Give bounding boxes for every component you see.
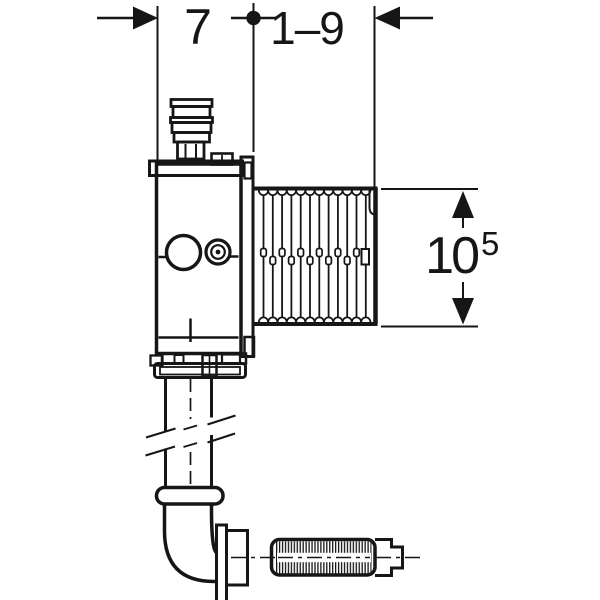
- bend-collar: [154, 485, 225, 506]
- dim-height-label: 10: [425, 227, 478, 285]
- arrow-down-icon: [452, 298, 474, 325]
- arrow-right-icon: [133, 6, 158, 30]
- protection-sleeve: [253, 186, 378, 326]
- dim-range-label: 1–9: [270, 2, 344, 54]
- sleeve-end-inner-hook: [368, 190, 376, 216]
- flange-foot: [243, 335, 256, 358]
- outlet-connector: [231, 537, 424, 577]
- service-port-small-inner: [210, 244, 226, 260]
- valve-body: [148, 152, 248, 379]
- wall-flange: [239, 155, 256, 358]
- outlet-nut: [153, 362, 247, 379]
- bend-outer-wall: [162, 504, 217, 584]
- flush-pipe: [145, 377, 236, 488]
- dim-depth-label: 7: [184, 0, 212, 55]
- arrow-up-icon: [452, 191, 474, 218]
- dimension-sleeve-height: 10 5: [381, 188, 499, 328]
- sleeve-latch-window: [360, 248, 370, 266]
- dim-height-superscript: 5: [481, 225, 499, 262]
- connector-band: [170, 121, 213, 134]
- flange-clip: [243, 161, 253, 180]
- connector-rib-mask: [277, 552, 371, 563]
- outlet-ear-left: [149, 354, 164, 367]
- connector-neck: [176, 140, 206, 161]
- dimension-front-depth: 7: [97, 0, 212, 166]
- flange-plate: [239, 155, 255, 358]
- service-port-small-outer: [204, 238, 232, 266]
- service-port-center-dot: [215, 249, 221, 255]
- connector-tail: [375, 538, 404, 577]
- connector-band: [172, 131, 211, 144]
- outlet-clip: [173, 354, 185, 364]
- connector-body: [269, 537, 377, 577]
- connector-band: [171, 105, 212, 119]
- inlet-connector: [169, 98, 214, 161]
- outlet-assembly: [215, 523, 249, 600]
- flush-bend: [154, 485, 225, 584]
- outlet-nut-inner: [159, 366, 241, 376]
- service-port-large: [164, 233, 203, 272]
- dimension-install-range: 1–9: [231, 2, 433, 188]
- arrow-left-icon: [374, 6, 400, 30]
- pipe-break-marks: [145, 414, 236, 457]
